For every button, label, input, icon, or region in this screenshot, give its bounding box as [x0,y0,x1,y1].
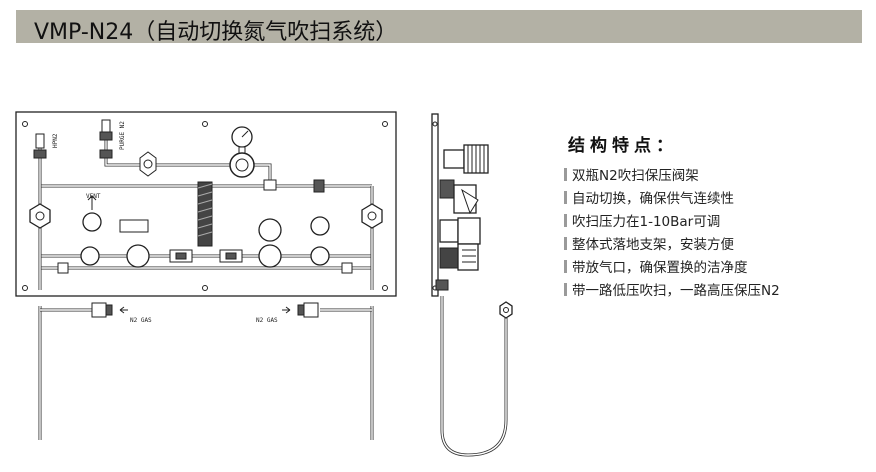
feature-item: 自动切换，确保供气连续性 [564,187,864,210]
feature-item: 吹扫压力在1-10Bar可调 [564,210,864,233]
label-vent: VENT [86,193,101,200]
label-n2-gas-right: N2 GAS [256,317,278,324]
feature-item: 双瓶N2吹扫保压阀架 [564,164,864,187]
feature-item: 带一路低压吹扫，一路高压保压N2 [564,279,864,302]
page-title: VMP-N24（自动切换氮气吹扫系统） [34,20,398,45]
label-hpn2: HPN2 [52,133,59,148]
label-n2-gas-left: N2 GAS [130,317,152,324]
title-bar: VMP-N24（自动切换氮气吹扫系统） [16,10,862,45]
front-panel [15,111,397,297]
side-frame [431,113,439,297]
features-panel: 结构特点： 双瓶N2吹扫保压阀架 自动切换，确保供气连续性 吹扫压力在1-10B… [564,131,864,302]
feature-item: 带放气口，确保置换的洁净度 [564,256,864,279]
label-purge-n2: PURGE N2 [119,121,126,150]
feature-item: 整体式落地支架，安装方便 [564,233,864,256]
features-title: 结构特点： [568,136,678,156]
